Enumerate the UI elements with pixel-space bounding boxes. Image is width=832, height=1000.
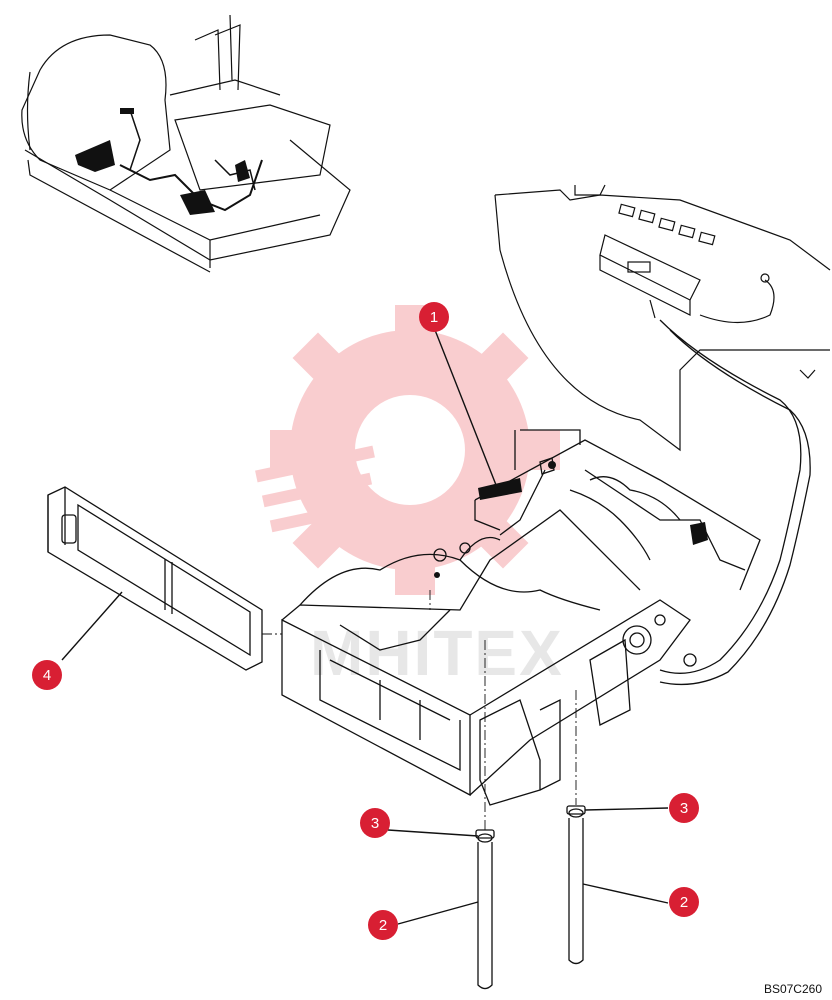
callout-1: 1 (419, 302, 449, 332)
cab-rear-panel (494, 184, 831, 452)
svg-text:4: 4 (43, 667, 51, 684)
callout-3-right: 3 (669, 793, 699, 823)
hvac-unit (281, 429, 761, 806)
svg-text:2: 2 (680, 894, 688, 911)
callout-3-left: 3 (360, 808, 390, 838)
alignment-lines (262, 590, 577, 830)
svg-text:1: 1 (430, 309, 438, 326)
callout-2-left: 2 (368, 910, 398, 940)
figure-reference-code: BS07C260 (763, 982, 822, 996)
harness-hose (659, 319, 811, 686)
hvac-unit-shading (434, 461, 708, 578)
svg-text:3: 3 (680, 800, 688, 817)
watermark-text: MHITEX (310, 617, 564, 689)
callout-4: 4 (32, 660, 62, 690)
air-filter-part-4 (47, 486, 263, 671)
leader-lines (61, 329, 669, 925)
callout-2-right: 2 (669, 887, 699, 917)
svg-text:2: 2 (379, 917, 387, 934)
drain-hose-left-part-2 (477, 833, 493, 990)
drain-hose-right-part-2 (568, 808, 584, 965)
inset-cab-overview (21, 14, 351, 273)
svg-text:3: 3 (371, 815, 379, 832)
inset-dark-detail (75, 108, 250, 215)
watermark-logo (255, 305, 560, 595)
